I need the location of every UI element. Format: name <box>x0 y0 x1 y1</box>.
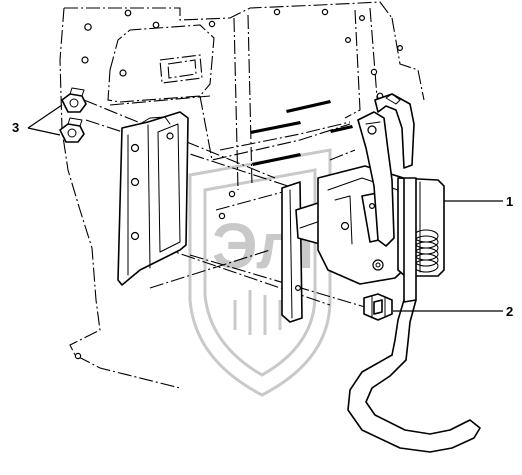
callout-1: 1 <box>506 194 513 209</box>
mounting-bracket <box>117 111 189 286</box>
nut-lower <box>59 117 85 143</box>
callout-2: 2 <box>506 304 513 319</box>
callout-leaders <box>27 104 503 312</box>
nut-upper <box>61 87 87 113</box>
leader-3b <box>27 127 61 136</box>
watermark-wheat-icon <box>233 290 282 335</box>
lever-arm <box>357 93 415 247</box>
bolt <box>363 293 393 321</box>
leader-3a <box>27 104 63 129</box>
callout-3: 3 <box>12 120 19 135</box>
